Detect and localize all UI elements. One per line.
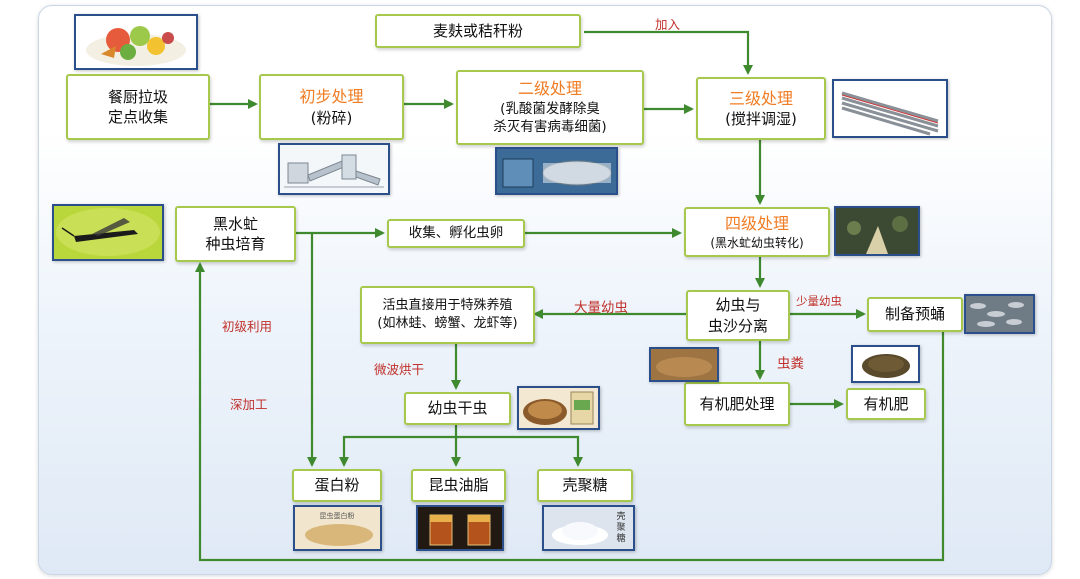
fermentation-tank-image <box>495 147 618 195</box>
breeding-line-1: 黑水虻 <box>212 214 258 233</box>
chitosan-label-3: 糖 <box>616 532 625 544</box>
chitosan-box: 壳聚糖 <box>537 469 633 502</box>
dried-text: 幼虫干虫 <box>427 399 488 418</box>
step3-title: 三级处理 <box>728 88 793 108</box>
step1-box: 初步处理 (粉碎) <box>259 74 404 140</box>
fly-illustration <box>56 208 160 256</box>
breeding-box: 黑水虻 种虫培育 <box>175 206 296 262</box>
step3-sub: (搅拌调湿) <box>725 110 797 129</box>
bran-box: 麦麸或秸秆粉 <box>375 14 581 48</box>
protein-box: 蛋白粉 <box>292 469 382 502</box>
conversion-illustration <box>836 208 918 254</box>
live-line-2: (如林蛙、螃蟹、龙虾等) <box>377 316 518 331</box>
dried-larvae-illustration <box>523 391 594 425</box>
separation-line-1: 幼虫与 <box>715 296 761 315</box>
dried-larvae-image <box>517 386 600 430</box>
larvae-conversion-image <box>834 206 920 256</box>
label-small-larvae: 少量幼虫 <box>796 294 842 308</box>
chitosan-label-1: 壳 <box>616 510 625 522</box>
step4-box: 四级处理 (黑水虻幼虫转化) <box>684 207 830 257</box>
arrow-dried-split-protein <box>339 425 458 467</box>
bran-text: 麦麸或秸秆粉 <box>432 21 523 40</box>
label-frass: 虫粪 <box>777 356 804 372</box>
step1-sub: (粉碎) <box>310 108 353 127</box>
fertilizer-process-box: 有机肥处理 <box>684 382 790 426</box>
protein-illustration: 昆虫蛋白粉 <box>295 507 380 549</box>
protein-powder-image: 昆虫蛋白粉 <box>293 505 382 551</box>
prepupa-box: 制备预蛹 <box>867 297 963 332</box>
crusher-machine-image <box>278 143 390 195</box>
fertilizer-process-text: 有机肥处理 <box>699 394 775 413</box>
chitosan-illustration: 壳 聚 糖 <box>544 507 633 549</box>
step2-sub-2: 杀灭有害病毒细菌) <box>493 119 607 136</box>
insect-oil-image <box>416 505 504 551</box>
separation-line-2: 虫沙分离 <box>707 316 768 335</box>
kitchen-line-1: 餐厨拉圾 <box>107 87 168 106</box>
separation-box: 幼虫与 虫沙分离 <box>686 290 790 341</box>
label-add: 加入 <box>655 17 681 32</box>
fermentation-illustration <box>497 149 616 193</box>
step1-title: 初步处理 <box>299 87 364 107</box>
eggs-text: 收集、孵化虫卵 <box>408 225 504 242</box>
chitosan-label-2: 聚 <box>616 522 625 533</box>
live-line-1: 活虫直接用于特殊养殖 <box>382 298 513 314</box>
oil-illustration <box>418 507 502 549</box>
fertilizer-illustration <box>862 354 910 378</box>
protein-bag-text: 昆虫蛋白粉 <box>320 511 355 520</box>
dried-larvae-box: 幼虫干虫 <box>404 392 511 425</box>
step2-box: 二级处理 (乳酸菌发酵除臭 杀灭有害病毒细菌) <box>456 70 644 145</box>
food-waste-image <box>74 14 198 70</box>
step3-box: 三级处理 (搅拌调湿) <box>696 77 826 140</box>
chitosan-text: 壳聚糖 <box>562 476 608 495</box>
breeding-line-2: 种虫培育 <box>205 235 266 253</box>
fertilizer-image <box>851 345 920 383</box>
live-larvae-box: 活虫直接用于特殊养殖 (如林蛙、螃蟹、龙虾等) <box>360 286 535 344</box>
kitchen-waste-box: 餐厨拉圾 定点收集 <box>66 74 210 140</box>
step2-sub-1: (乳酸菌发酵除臭 <box>500 101 600 118</box>
fertilizer-text: 有机肥 <box>863 394 909 413</box>
prepupa-image <box>964 294 1035 334</box>
frass-image <box>649 347 719 382</box>
prepupa-text: 制备预蛹 <box>884 305 945 324</box>
arrow-dried-split-chitosan <box>456 435 583 467</box>
step4-sub: (黑水虻幼虫转化) <box>710 235 804 250</box>
arrow-loop-prepupa-to-breeding <box>195 262 945 562</box>
eggs-box: 收集、孵化虫卵 <box>387 219 525 248</box>
label-primary-use: 初级利用 <box>222 319 273 334</box>
label-deep-processing: 深加工 <box>230 397 268 412</box>
food-waste-illustration <box>86 26 186 66</box>
oil-text: 昆虫油脂 <box>428 476 489 495</box>
label-large-larvae: 大量幼虫 <box>574 300 628 316</box>
mixer-pipes-image <box>832 79 948 138</box>
kitchen-line-2: 定点收集 <box>107 108 168 126</box>
black-soldier-fly-image <box>52 204 164 261</box>
chitosan-image: 壳 聚 糖 <box>542 505 635 551</box>
oil-box: 昆虫油脂 <box>411 469 506 502</box>
prepupa-illustration <box>966 296 1033 332</box>
protein-text: 蛋白粉 <box>314 476 360 495</box>
frass-illustration <box>651 349 717 380</box>
label-microwave: 微波烘干 <box>374 362 425 377</box>
fertilizer-box: 有机肥 <box>846 388 926 420</box>
mixer-illustration <box>841 91 939 136</box>
arrow-bran-to-step3 <box>584 30 753 75</box>
step2-title: 二级处理 <box>517 79 582 99</box>
crusher-illustration <box>284 154 384 188</box>
step4-title: 四级处理 <box>724 214 789 234</box>
